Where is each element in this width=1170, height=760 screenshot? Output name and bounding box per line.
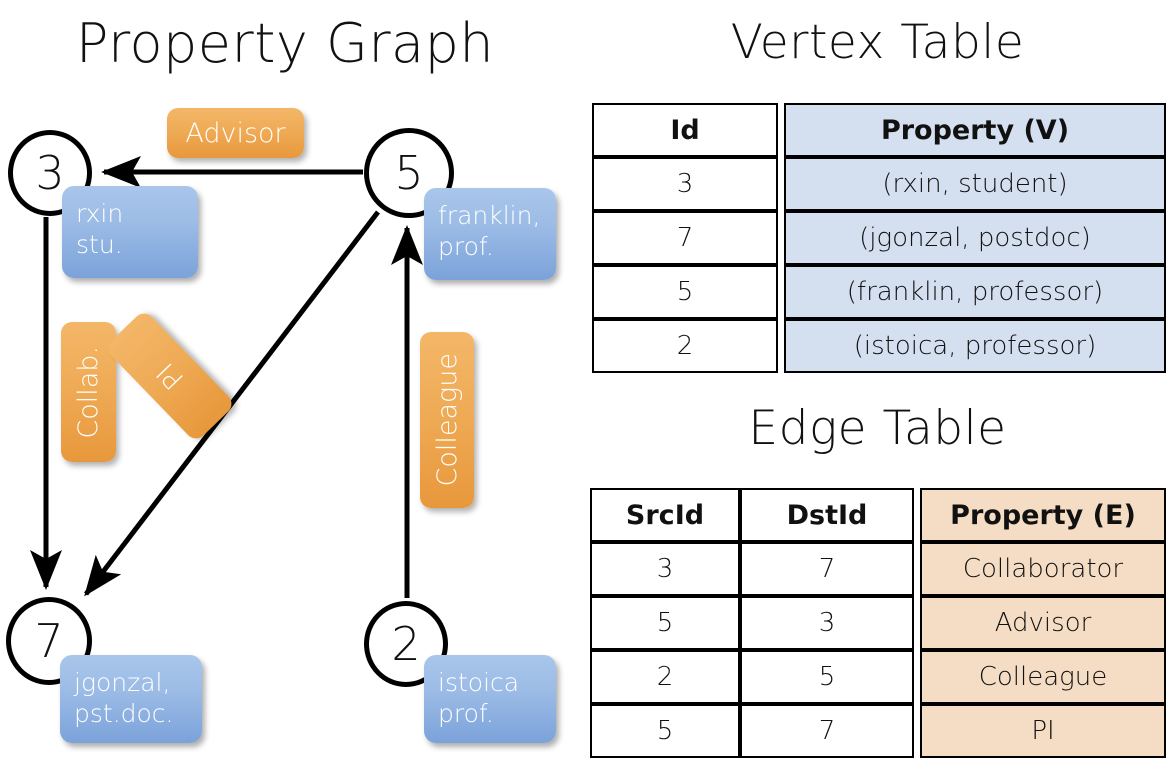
vertex-cell-id: 2 [592,319,778,373]
table-row[interactable]: 5 3 Advisor [590,596,1166,650]
node-property-box-5: franklin, prof. [424,188,556,280]
graph-node-2-label: 2 [391,617,421,671]
edge-table-header-srcid: SrcId [590,488,740,542]
column-gap [778,157,784,211]
graph-node-3-label: 3 [35,146,65,200]
edge-label-box-colleague: Colleague [420,332,474,508]
column-gap [914,704,920,758]
table-header-row: Id Property (V) [592,103,1166,157]
column-gap [778,265,784,319]
node-property-line-2: prof. [438,699,494,728]
table-row[interactable]: 2 5 Colleague [590,650,1166,704]
table-header-row: SrcId DstId Property (E) [590,488,1166,542]
vertex-table-header-id: Id [592,103,778,157]
node-property-box-2: istoica prof. [424,655,556,743]
table-row[interactable]: 5 (franklin, professor) [592,265,1166,319]
graph-node-7-label: 7 [34,614,64,668]
vertex-cell-id: 7 [592,211,778,265]
column-gap [914,596,920,650]
node-property-line-2: stu. [76,230,123,259]
node-property-line-1: jgonzal, [74,668,171,697]
edge-table: SrcId DstId Property (E) 3 7 Collaborato… [590,488,1166,758]
vertex-cell-id: 5 [592,265,778,319]
vertex-table: Id Property (V) 3 (rxin, student) 7 (jgo… [592,103,1166,373]
edge-label-text-colleague: Colleague [431,353,463,487]
node-property-line-2: prof. [438,232,494,261]
edge-table-header-dstid: DstId [740,488,914,542]
column-gap [914,542,920,596]
edge-label-text-collab: Collab. [73,345,104,439]
edge-cell-srcid: 3 [590,542,740,596]
edge-cell-property: PI [920,704,1166,758]
graph-node-2[interactable]: 2 [364,601,448,687]
edge-label-box-advisor: Advisor [167,108,304,158]
table-row[interactable]: 3 7 Collaborator [590,542,1166,596]
node-property-line-1: franklin, [438,201,541,230]
graph-edge-5-to-7 [84,210,380,597]
edge-label-box-collab: Collab. [61,322,116,462]
edge-cell-property: Colleague [920,650,1166,704]
page-title-vertex-table: Vertex Table [730,15,1025,70]
graph-node-5[interactable]: 5 [364,128,454,218]
edge-cell-dstid: 3 [740,596,914,650]
edge-cell-property: Collaborator [920,542,1166,596]
graph-edges-layer [30,156,423,598]
edge-cell-srcid: 5 [590,596,740,650]
table-row[interactable]: 2 (istoica, professor) [592,319,1166,373]
vertex-cell-property: (jgonzal, postdoc) [784,211,1166,265]
node-property-line-1: rxin [76,199,124,228]
vertex-cell-property: (franklin, professor) [784,265,1166,319]
column-gap [778,211,784,265]
edge-cell-srcid: 5 [590,704,740,758]
vertex-table-header-property: Property (V) [784,103,1166,157]
edge-cell-dstid: 7 [740,704,914,758]
column-gap [914,488,920,542]
edge-table-header-property: Property (E) [920,488,1166,542]
edge-cell-dstid: 5 [740,650,914,704]
edge-cell-dstid: 7 [740,542,914,596]
column-gap [778,103,784,157]
column-gap [778,319,784,373]
table-row[interactable]: 7 (jgonzal, postdoc) [592,211,1166,265]
node-property-line-2: pst.doc. [74,699,174,728]
table-row[interactable]: 5 7 PI [590,704,1166,758]
node-property-box-3: rxin stu. [62,186,198,278]
node-property-line-1: istoica [438,668,520,697]
table-row[interactable]: 3 (rxin, student) [592,157,1166,211]
graph-node-5-label: 5 [394,146,424,200]
vertex-cell-id: 3 [592,157,778,211]
edge-label-text-pi: PI [150,356,190,396]
page-title-edge-table: Edge Table [748,401,1007,456]
vertex-cell-property: (istoica, professor) [784,319,1166,373]
column-gap [914,650,920,704]
vertex-cell-property: (rxin, student) [784,157,1166,211]
edge-cell-property: Advisor [920,596,1166,650]
page-title-property-graph: Property Graph [75,12,495,75]
edge-cell-srcid: 2 [590,650,740,704]
edge-label-text-advisor: Advisor [185,117,286,149]
node-property-box-7: jgonzal, pst.doc. [60,655,202,743]
property-graph-diagram: 3 5 7 2 rxin stu. franklin, prof. jgonza… [6,108,556,743]
